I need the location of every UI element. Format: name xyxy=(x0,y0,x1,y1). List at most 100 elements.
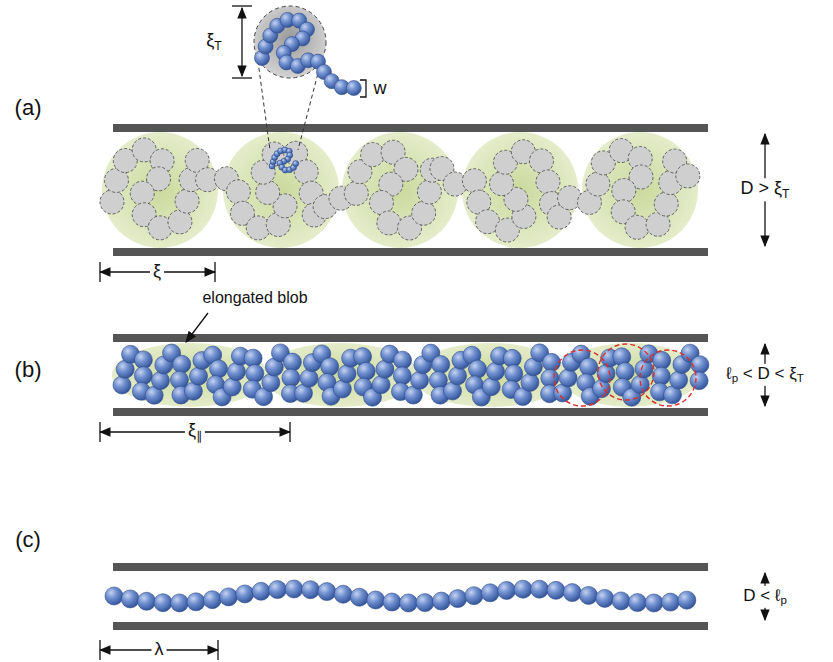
blob-bead xyxy=(536,170,560,194)
monomer-bead xyxy=(203,591,221,609)
channel-wall xyxy=(113,563,708,571)
monomer-bead xyxy=(547,581,565,599)
monomer-bead xyxy=(262,374,280,392)
inset-circle xyxy=(254,6,326,78)
callout-label: elongated blob xyxy=(199,288,310,307)
elongated-blob xyxy=(262,343,418,407)
monomer-bead xyxy=(113,376,131,394)
monomer-bead xyxy=(350,588,368,606)
channel-wall xyxy=(113,124,708,132)
monomer-bead xyxy=(301,581,319,599)
monomer-bead xyxy=(486,362,504,380)
dimension-tick xyxy=(232,5,252,6)
blob-bead xyxy=(344,181,368,205)
panel-label: (c) xyxy=(12,527,44,553)
blob-bead xyxy=(490,172,514,196)
blob-bead xyxy=(262,142,286,166)
monomer-bead xyxy=(121,590,139,608)
blob-bead xyxy=(377,211,401,235)
dimension-label: ξ xyxy=(150,261,164,283)
monomer-bead xyxy=(580,358,598,376)
leader-arrow xyxy=(186,313,208,342)
monomer-bead xyxy=(338,365,356,383)
monomer-bead xyxy=(399,594,417,612)
monomer-bead xyxy=(170,594,188,612)
blob-bead xyxy=(676,164,700,188)
monomer-bead xyxy=(530,580,548,598)
monomer-bead xyxy=(393,367,411,385)
monomer-bead xyxy=(616,363,634,381)
panel-label: (a) xyxy=(12,95,45,121)
blob-bead xyxy=(246,216,270,240)
monomer-bead xyxy=(505,365,523,383)
dimension-tick xyxy=(217,640,218,660)
monomer-bead xyxy=(432,356,450,374)
monomer-bead xyxy=(134,351,152,369)
monomer-bead xyxy=(173,355,191,373)
monomer-bead xyxy=(252,582,270,600)
monomer-bead xyxy=(652,367,670,385)
monomer-bead xyxy=(318,583,336,601)
persistence-circle xyxy=(554,350,610,406)
monomer-bead xyxy=(269,581,287,599)
monomer-bead xyxy=(394,351,412,369)
blob-bead xyxy=(529,149,553,173)
elongated-blob xyxy=(560,343,700,407)
monomer-bead xyxy=(411,371,429,389)
monomer-bead xyxy=(678,591,696,609)
monomer-bead xyxy=(596,589,614,607)
monomer-bead xyxy=(559,369,577,387)
monomer-bead xyxy=(383,593,401,611)
dimension-tick xyxy=(214,262,215,282)
blob-bead xyxy=(417,180,441,204)
monomer-bead xyxy=(246,364,264,382)
blob-bead xyxy=(586,172,610,196)
width-bracket xyxy=(360,80,366,97)
monomer-bead xyxy=(105,587,123,605)
blob xyxy=(342,132,458,248)
blob xyxy=(582,132,698,248)
dimension-tick xyxy=(289,422,290,442)
blob-bead xyxy=(412,201,436,225)
dimension-label: D > ξT xyxy=(737,178,792,201)
blob-bead xyxy=(625,215,649,239)
width-label: w xyxy=(371,78,390,100)
panel-label: (b) xyxy=(12,357,45,383)
monomer-bead xyxy=(628,594,646,612)
dimension-label: ξ∥ xyxy=(185,420,205,443)
blob-bead xyxy=(256,180,280,204)
monomer-bead xyxy=(670,371,688,389)
persistence-circle xyxy=(640,350,696,406)
monomer-bead xyxy=(465,587,483,605)
monomer-bead xyxy=(514,580,532,598)
blob-bead xyxy=(462,169,486,193)
panel-a xyxy=(100,132,700,248)
monomer-bead xyxy=(300,369,318,387)
panel-c xyxy=(105,580,696,612)
dimension-label: λ xyxy=(152,639,167,661)
monomer-bead xyxy=(691,356,709,374)
monomer-bead xyxy=(690,372,708,390)
monomer-bead xyxy=(282,369,300,387)
monomer-bead xyxy=(563,584,581,602)
monomer-bead xyxy=(357,362,375,380)
monomer-bead xyxy=(416,594,434,612)
blob-bead xyxy=(130,181,154,205)
monomer-bead xyxy=(367,591,385,609)
monomer-bead xyxy=(210,360,228,378)
monomer-bead xyxy=(321,358,339,376)
monomer-bead xyxy=(542,353,560,371)
blob-bead xyxy=(175,189,199,213)
monomer-bead xyxy=(293,161,299,167)
dimension-label: ℓp < D < ξT xyxy=(723,364,807,386)
dimension-tick xyxy=(99,422,100,442)
channel-wall xyxy=(113,334,708,342)
panel-b xyxy=(112,343,709,407)
monomer-bead xyxy=(449,367,467,385)
monomer-bead xyxy=(220,588,238,606)
blob-bead xyxy=(612,179,636,203)
monomer-bead xyxy=(151,372,169,390)
monomer-bead xyxy=(138,592,156,610)
